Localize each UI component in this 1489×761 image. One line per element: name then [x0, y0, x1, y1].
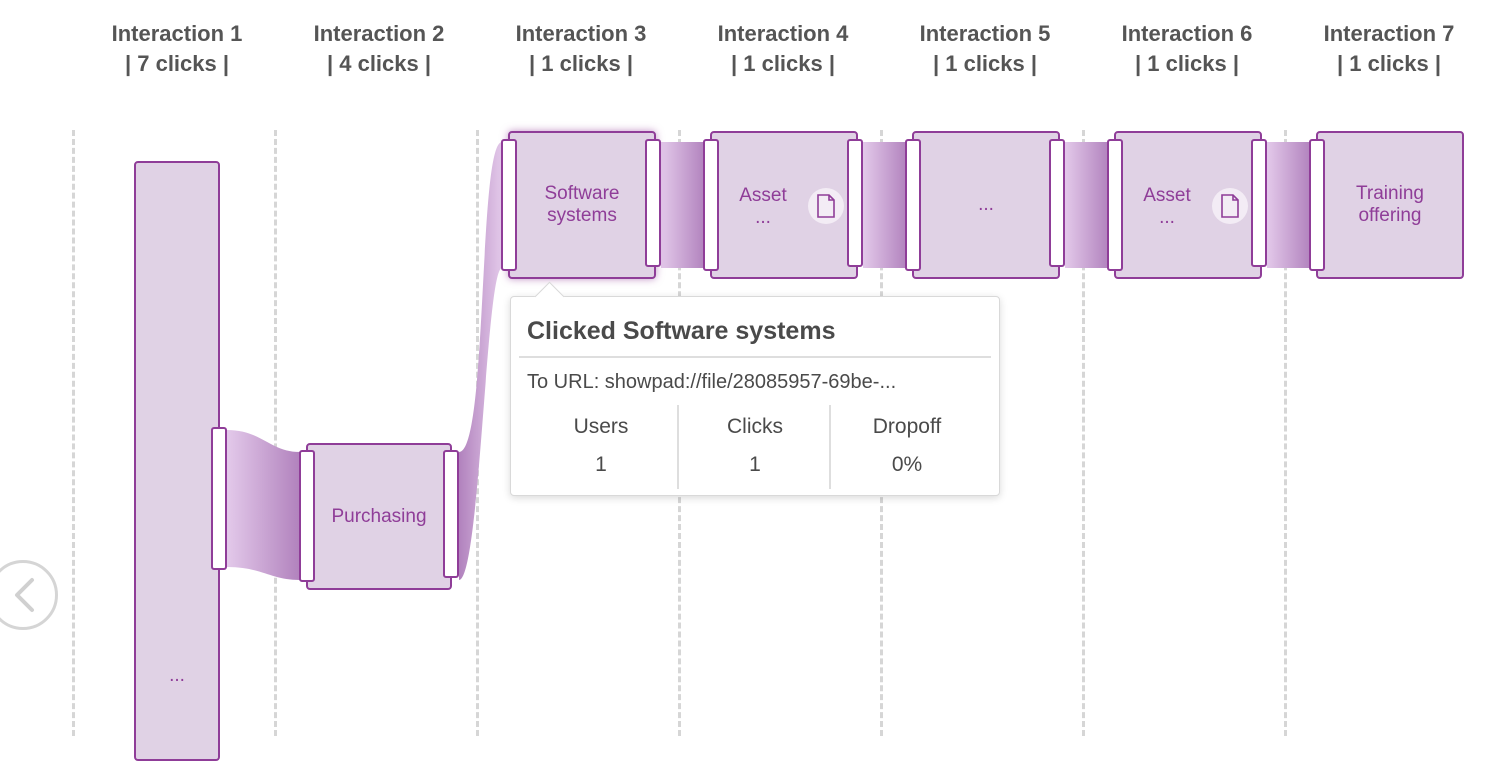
column-clicks: | 1 clicks | [932, 51, 1038, 76]
node-handle[interactable] [905, 139, 921, 271]
column-header-7: Interaction 7 | 1 clicks | [1289, 19, 1489, 79]
column-title: Interaction 4 [717, 21, 849, 46]
stat-users: Users 1 [525, 405, 677, 489]
column-header-2: Interaction 2 | 4 clicks | [279, 19, 479, 79]
node-handle[interactable] [211, 427, 227, 570]
node-label-line: systems [547, 205, 617, 226]
column-header-4: Interaction 4 | 1 clicks | [683, 19, 883, 79]
node-handle[interactable] [645, 139, 661, 267]
node-handle[interactable] [1107, 139, 1123, 271]
column-clicks: | 1 clicks | [528, 51, 634, 76]
stat-value: 0% [891, 453, 923, 476]
column-header-1: Interaction 1 | 7 clicks | [77, 19, 277, 79]
flow-asset-to-interaction5 [863, 142, 907, 268]
node-sublabel: ... [1159, 207, 1175, 228]
node-software-systems[interactable]: Software systems [508, 131, 656, 279]
file-icon [1212, 188, 1248, 224]
stat-label: Dropoff [872, 415, 942, 438]
flow-interaction1-to-purchasing [227, 430, 300, 580]
stat-label: Clicks [727, 415, 783, 438]
node-handle[interactable] [299, 450, 315, 582]
node-label: Software systems [545, 183, 620, 227]
flow-purchasing-to-software-systems [459, 142, 502, 580]
file-icon [808, 188, 844, 224]
tooltip-divider [519, 356, 991, 358]
column-divider [476, 130, 479, 736]
chevron-left-icon [12, 577, 38, 613]
column-clicks: | 1 clicks | [730, 51, 836, 76]
node-label-line: Software [544, 183, 620, 204]
column-title: Interaction 7 [1323, 21, 1455, 46]
column-divider [72, 130, 75, 736]
column-header-3: Interaction 3 | 1 clicks | [481, 19, 681, 79]
column-clicks: | 7 clicks | [124, 51, 230, 76]
node-interaction5[interactable]: ... [912, 131, 1060, 279]
node-label-line: offering [1358, 205, 1422, 226]
column-title: Interaction 5 [919, 21, 1051, 46]
column-clicks: | 1 clicks | [1134, 51, 1240, 76]
node-interaction1[interactable]: ... [134, 161, 220, 761]
stat-label: Users [573, 415, 629, 438]
node-handle[interactable] [1251, 139, 1267, 267]
node-label: Purchasing [331, 505, 427, 527]
column-divider [274, 130, 277, 736]
node-handle[interactable] [1309, 139, 1325, 271]
column-divider [1284, 130, 1287, 736]
column-clicks: | 1 clicks | [1336, 51, 1442, 76]
column-header-5: Interaction 5 | 1 clicks | [885, 19, 1085, 79]
node-label: Asset [739, 185, 787, 206]
column-title: Interaction 1 [111, 21, 243, 46]
node-purchasing[interactable]: Purchasing [306, 443, 452, 590]
node-label-line: Training [1356, 183, 1424, 204]
node-handle[interactable] [443, 450, 459, 578]
column-title: Interaction 6 [1121, 21, 1253, 46]
column-title: Interaction 2 [313, 21, 445, 46]
node-handle[interactable] [501, 139, 517, 271]
stat-dropoff: Dropoff 0% [829, 405, 983, 489]
stat-clicks: Clicks 1 [677, 405, 831, 489]
node-label: ... [978, 194, 994, 215]
column-title: Interaction 3 [515, 21, 647, 46]
node-asset[interactable]: Asset ... [1114, 131, 1262, 279]
flow-asset-to-training [1267, 142, 1311, 268]
node-asset[interactable]: Asset ... [710, 131, 858, 279]
node-label: Asset [1143, 185, 1191, 206]
node-handle[interactable] [1049, 139, 1065, 267]
column-header-6: Interaction 6 | 1 clicks | [1087, 19, 1287, 79]
stat-value: 1 [595, 453, 607, 476]
tooltip-title: Clicked Software systems [527, 317, 836, 345]
column-clicks: | 4 clicks | [326, 51, 432, 76]
tooltip-url: To URL: showpad://file/28085957-69be-... [527, 371, 897, 393]
node-sublabel: ... [755, 207, 771, 228]
node-handle[interactable] [703, 139, 719, 271]
column-divider [1082, 130, 1085, 736]
node-training-offering[interactable]: Training offering [1316, 131, 1464, 279]
stat-value: 1 [749, 453, 761, 476]
node-label: Training offering [1356, 183, 1424, 227]
node-handle[interactable] [847, 139, 863, 267]
node-tooltip: Clicked Software systems To URL: showpad… [510, 281, 1000, 496]
tooltip-arrow [534, 281, 565, 312]
nav-back-button[interactable] [0, 560, 58, 630]
node-label: ... [169, 665, 185, 686]
